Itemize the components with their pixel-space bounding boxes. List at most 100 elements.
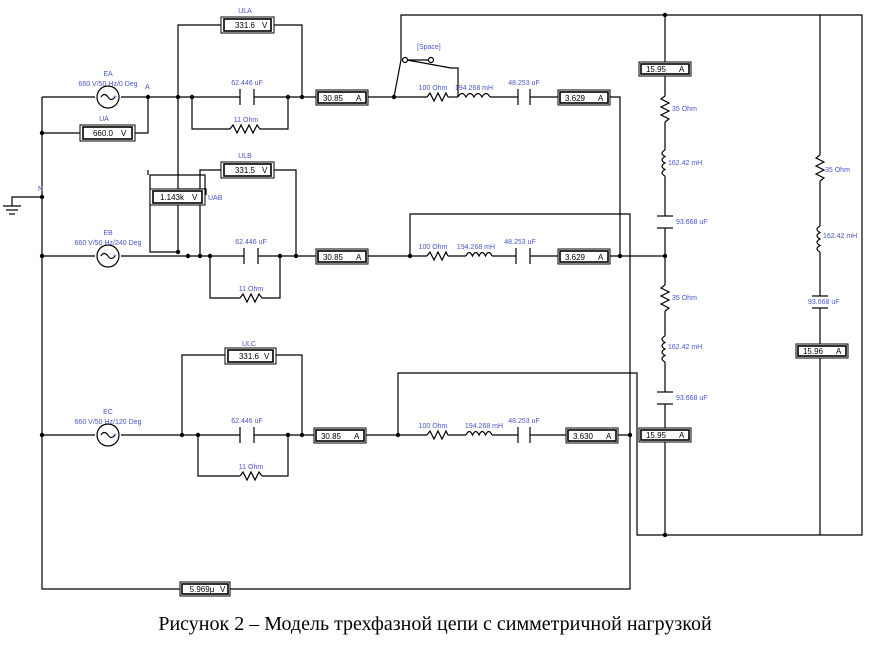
ammeter-line-b-reading: 30.85 (323, 253, 344, 262)
delta-2-inductor: 162.42 mH (816, 225, 857, 253)
ammeter-line-c: 30.85 A (313, 427, 367, 444)
delta-1-inductor-bottom-value: 162.42 mH (668, 344, 702, 351)
delta-2-resistor: 35 Ohm (814, 154, 850, 182)
voltmeter-ulb-reading: 331.5 (235, 166, 256, 175)
ammeter-load-b: 3.629 A (557, 248, 611, 265)
line-a-capacitor: 62.446 uF (231, 80, 263, 105)
source-c-name: EC (103, 409, 113, 416)
voltmeter-ua: UA 660.0 V (79, 116, 136, 142)
node-n-label: N (38, 186, 43, 193)
voltmeter-ulc-unit: V (264, 352, 270, 361)
delta-2-capacitor: 93.668 uF (808, 295, 840, 309)
delta-1-resistor-top: 35 Ohm (659, 95, 697, 123)
svg-text:+: + (113, 432, 117, 439)
voltmeter-uab: 1.143k V UAB (149, 188, 223, 206)
load-c-inductor: 194.268 mH (465, 423, 503, 437)
source-b: + EB 660 V/50 Hz/240 Deg (75, 230, 142, 268)
load-b-capacitor-value: 48.253 uF (504, 239, 536, 246)
load-a-capacitor: 48.253 uF (508, 80, 540, 105)
voltmeter-neutral-reading: 5.969μ (190, 585, 215, 594)
ammeter-line-a: 30.85 A (315, 89, 369, 106)
ammeter-load-c-reading: 3.630 (573, 432, 594, 441)
voltmeter-neutral-unit: V (220, 585, 226, 594)
source-b-spec: 660 V/50 Hz/240 Deg (75, 240, 142, 247)
voltmeter-ula: ULA 331.6 V (220, 8, 275, 34)
load-b-resistor: 100 Ohm (419, 244, 449, 262)
ammeter-load-b-reading: 3.629 (565, 253, 586, 262)
ammeter-delta-top-unit: A (679, 65, 685, 74)
voltmeter-ua-unit: V (121, 129, 127, 138)
load-c-capacitor-value: 48.253 uF (508, 418, 540, 425)
voltmeter-ula-reading: 331.6 (235, 21, 256, 30)
svg-text:+: + (113, 94, 117, 101)
ammeter-load-c: 3.630 A (565, 427, 619, 444)
source-a-spec: 660 V/50 Hz/0 Deg (78, 81, 137, 88)
voltmeter-ua-reading: 660.0 (93, 129, 114, 138)
delta-1-resistor-bottom: 35 Ohm (659, 284, 697, 312)
ammeter-line-c-unit: A (354, 432, 360, 441)
delta-1-capacitor-bottom-value: 93.668 uF (676, 395, 708, 402)
voltmeter-ulb: ULB 331.5 V (220, 153, 275, 179)
ammeter-line-b: 30.85 A (315, 248, 369, 265)
load-c-resistor: 100 Ohm (419, 423, 449, 441)
voltmeter-ulc: ULC 331.6 V (224, 341, 277, 365)
voltmeter-ulc-label: ULC (242, 341, 256, 348)
ammeter-delta-top-reading: 15.95 (646, 65, 667, 74)
line-b-capacitor: 62.446 uF (235, 239, 267, 264)
line-c-capacitor-value: 62.446 uF (231, 418, 263, 425)
ammeter-line-c-reading: 30.85 (321, 432, 342, 441)
delta-1-capacitor-top-value: 93.668 uF (676, 219, 708, 226)
voltmeter-ulb-unit: V (262, 166, 268, 175)
line-c-resistor-value: 11 Ohm (239, 464, 264, 471)
load-a-resistor: 100 Ohm (419, 85, 449, 103)
ammeter-delta-bottom-reading: 15.95 (646, 431, 667, 440)
line-c-capacitor: 62.446 uF (231, 418, 263, 443)
line-a-resistor-value: 11 Ohm (234, 117, 259, 124)
delta-1-resistor-bottom-value: 35 Ohm (672, 295, 697, 302)
node-a-label: A (145, 84, 150, 91)
voltmeter-ulb-label: ULB (238, 153, 252, 160)
delta-1-capacitor-top: 93.668 uF (657, 215, 708, 229)
ammeter-delta-right-unit: A (836, 347, 842, 356)
ammeter-load-a: 3.629 A (557, 89, 611, 106)
delta-1-capacitor-bottom: 93.668 uF (657, 391, 708, 405)
ammeter-line-a-reading: 30.85 (323, 94, 344, 103)
load-c-inductor-value: 194.268 mH (465, 423, 503, 430)
switch[interactable]: [Space] (401, 44, 452, 69)
line-a-resistor: 11 Ohm (229, 117, 262, 135)
load-b-inductor-value: 194.268 mH (457, 244, 495, 251)
ammeter-load-a-reading: 3.629 (565, 94, 586, 103)
source-c-spec: 660 V/50 Hz/120 Deg (75, 419, 142, 426)
delta-2-capacitor-value: 93.668 uF (808, 299, 840, 306)
line-b-resistor-value: 11 Ohm (239, 286, 264, 293)
line-a-capacitor-value: 62.446 uF (231, 80, 263, 87)
source-a-name: EA (103, 71, 113, 78)
ammeter-delta-right-reading: 15.96 (803, 347, 824, 356)
ammeter-delta-right: 15.96 A (795, 343, 849, 359)
load-c-capacitor: 48.253 uF (508, 418, 540, 443)
figure-caption: Рисунок 2 – Модель трехфазной цепи с сим… (158, 613, 712, 635)
ammeter-load-b-unit: A (598, 253, 604, 262)
line-b-resistor: 11 Ohm (239, 286, 264, 304)
ammeter-load-c-unit: A (606, 432, 612, 441)
delta-1-inductor-top-value: 162.42 mH (668, 160, 702, 167)
svg-text:+: + (113, 253, 117, 260)
load-b-capacitor: 48.253 uF (504, 239, 536, 264)
load-a-inductor: 194.268 mH (455, 85, 493, 99)
load-b-resistor-value: 100 Ohm (419, 244, 448, 251)
ammeter-delta-top: 15.95 A (638, 61, 692, 77)
voltmeter-ula-label: ULA (238, 8, 252, 15)
load-a-capacitor-value: 48.253 uF (508, 80, 540, 87)
load-b-inductor: 194.268 mH (457, 244, 495, 258)
delta-1-resistor-top-value: 35 Ohm (672, 106, 697, 113)
voltmeter-ua-label: UA (99, 116, 109, 123)
load-a-inductor-value: 194.268 mH (455, 85, 493, 92)
load-c-resistor-value: 100 Ohm (419, 423, 448, 430)
delta-1-inductor-bottom: 162.42 mH (661, 335, 702, 363)
delta-2-resistor-value: 35 Ohm (825, 167, 850, 174)
ground-icon (3, 205, 21, 215)
delta-2-inductor-value: 162.42 mH (823, 233, 857, 240)
line-c-resistor: 11 Ohm (239, 464, 264, 482)
wires (11, 14, 863, 590)
